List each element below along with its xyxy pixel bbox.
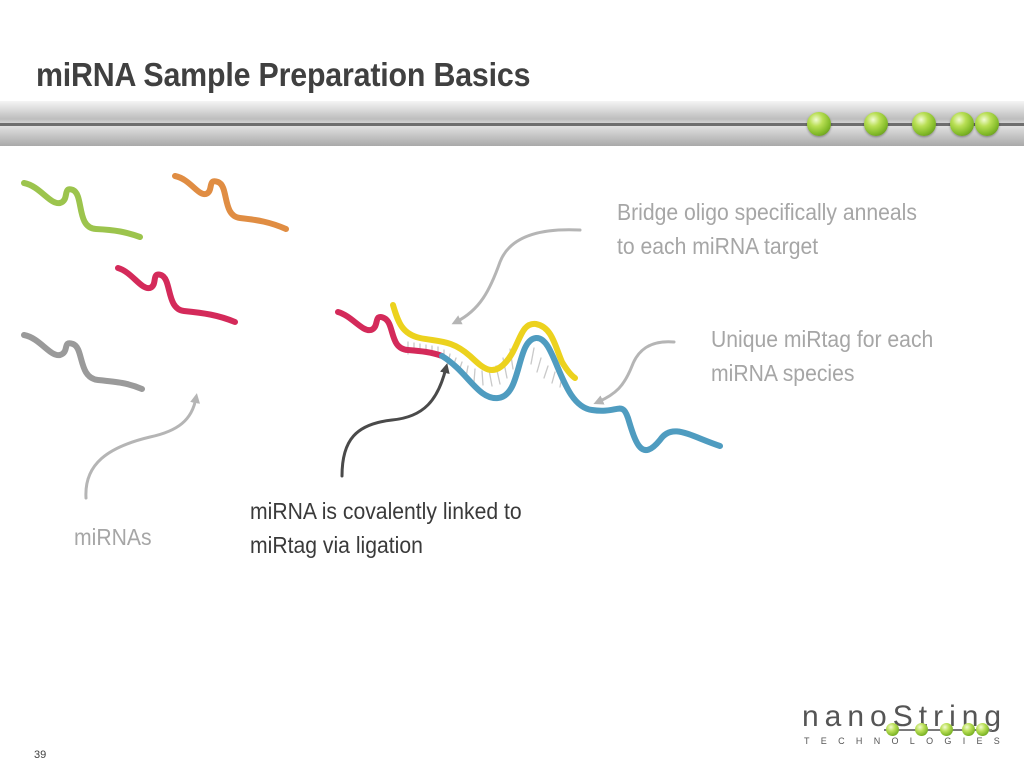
bridge-oligo-caption-line-1: Bridge oligo specifically anneals (617, 199, 917, 225)
ligation-caption-line-2: miRtag via ligation (250, 532, 423, 558)
mirtag-strand (439, 335, 723, 454)
logo-bead-icon (940, 723, 953, 736)
ligation-caption-line-1: miRNA is covalently linked to (250, 498, 522, 524)
logo-bead-icon (886, 723, 899, 736)
bridge-oligo-caption: Bridge oligo specifically anneals to eac… (617, 195, 917, 263)
arrow-to-mirnas (84, 393, 201, 500)
arrow-to-bridge-oligo (451, 228, 582, 325)
mirtag-caption: Unique miRtag for each miRNA species (711, 322, 933, 390)
mirnas-label: miRNAs (74, 524, 152, 550)
base-pair-rungs (407, 341, 563, 388)
green-bead-icon (864, 112, 888, 136)
mirtag-caption-line-2: miRNA species (711, 360, 855, 386)
slide-title: miRNA Sample Preparation Basics (36, 56, 531, 93)
page-number: 39 (34, 749, 47, 761)
mirna-strand-green (21, 180, 143, 240)
logo-bead-icon (962, 723, 975, 736)
green-bead-icon (807, 112, 831, 136)
bridge-oligo-strand (390, 302, 578, 381)
header-bar-line (0, 123, 1024, 126)
logo-underline (884, 729, 992, 731)
nanostring-logo: nanoString TECHNOLOGIES (802, 700, 1001, 750)
bridge-oligo-caption-line-2: to each miRNA target (617, 233, 819, 259)
green-bead-icon (912, 112, 936, 136)
mirna-strand-red (115, 265, 238, 325)
arrow-to-mirtag (593, 340, 676, 405)
ligation-caption: miRNA is covalently linked to miRtag via… (250, 494, 522, 562)
logo-bead-icon (976, 723, 989, 736)
mirtag-caption-line-1: Unique miRtag for each (711, 326, 934, 352)
green-bead-icon (950, 112, 974, 136)
arrow-to-ligation-site (340, 363, 450, 478)
logo-bead-icon (915, 723, 928, 736)
mirna-strand-gray (21, 332, 145, 392)
ligated-mirna-strand (335, 309, 445, 359)
logo-subtitle: TECHNOLOGIES (804, 736, 1012, 746)
green-bead-icon (975, 112, 999, 136)
mirna-strand-orange (172, 173, 289, 232)
